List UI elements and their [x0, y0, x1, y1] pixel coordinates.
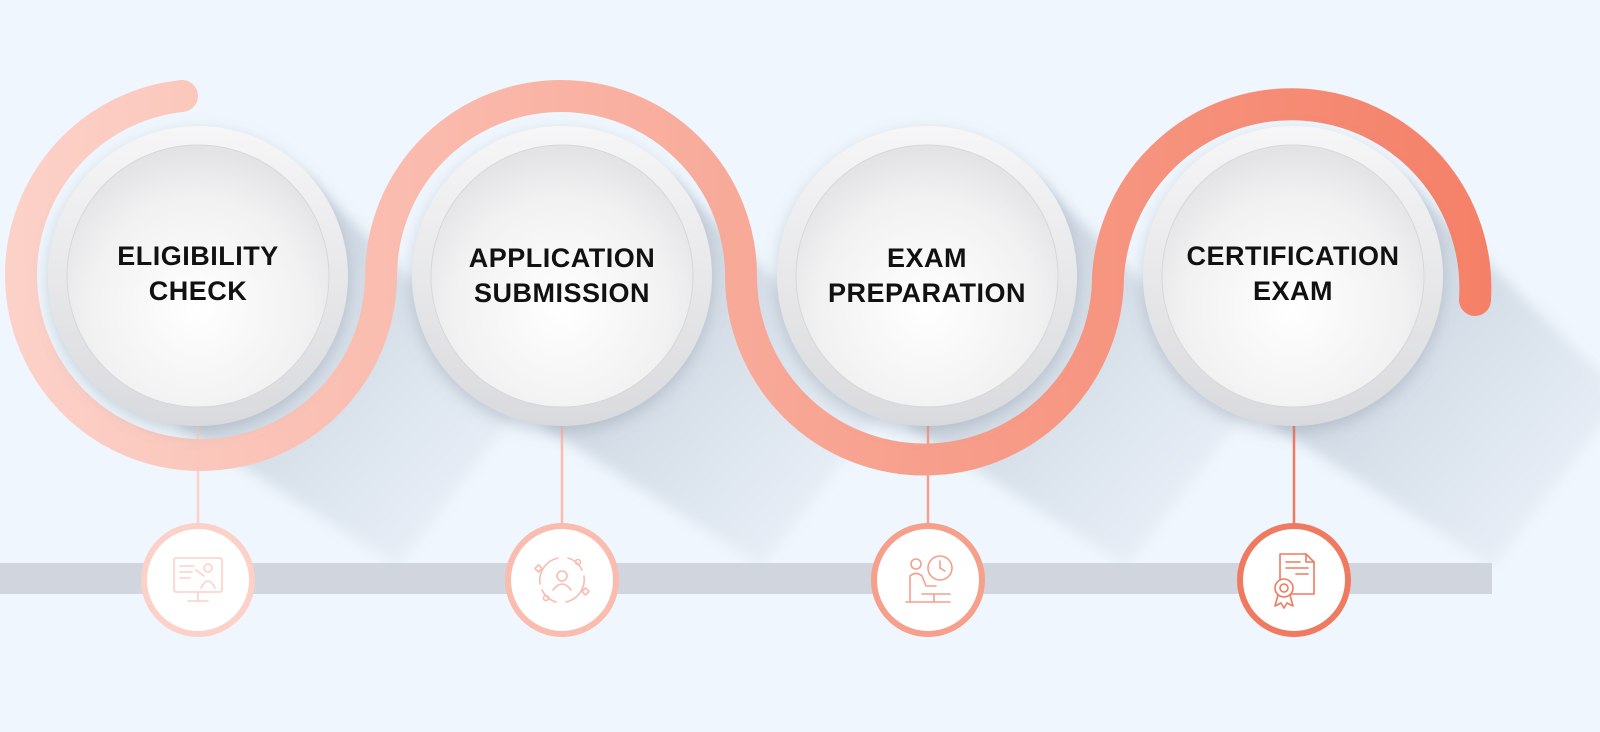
step-1-title-line1: ELIGIBILITY: [117, 241, 279, 271]
step-2-icon-badge: [505, 523, 619, 637]
computer-training-icon: [173, 557, 223, 602]
process-user-icon: [534, 557, 590, 603]
step-4-disc: [1143, 126, 1443, 426]
step-discs: [48, 126, 1443, 426]
step-3-disc: [777, 126, 1077, 426]
step-2-disc: [412, 126, 712, 426]
step-4-icon-badge: [1237, 523, 1351, 637]
certificate-award-icon: [1274, 553, 1315, 609]
wave-ribbon: [5, 80, 1492, 476]
connectors: [141, 420, 1351, 637]
step-4-title-line1: CERTIFICATION: [1187, 241, 1400, 271]
study-clock-icon: [905, 555, 953, 603]
step-3-title-line1: EXAM: [887, 243, 967, 273]
step-3-icon-badge: [871, 523, 985, 637]
step-2-title-line2: SUBMISSION: [474, 278, 650, 308]
step-1-title-line2: CHECK: [149, 276, 248, 306]
step-1-icon-badge: [141, 523, 255, 637]
step-4-title-line2: EXAM: [1253, 276, 1333, 306]
step-1-disc: [48, 126, 348, 426]
step-2-title-line1: APPLICATION: [469, 243, 656, 273]
step-3-title-line2: PREPARATION: [828, 278, 1026, 308]
step-labels: ELIGIBILITY CHECK APPLICATION SUBMISSION…: [117, 241, 1399, 308]
